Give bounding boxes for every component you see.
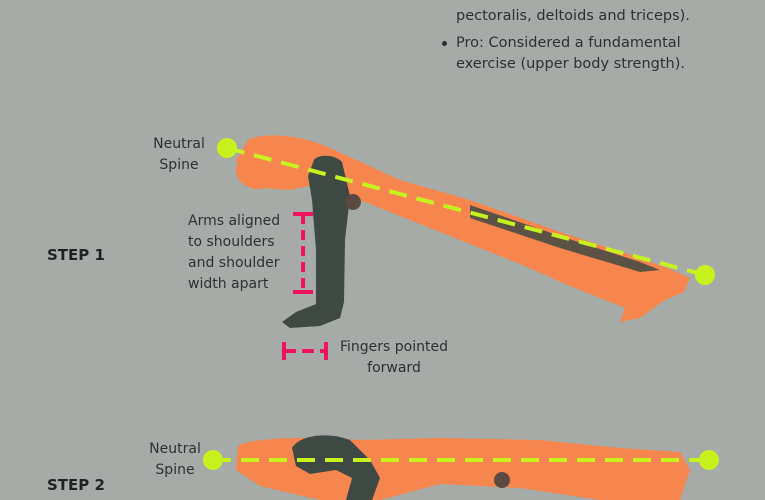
benefits-list: pectoralis, deltoids and triceps). Pro: …: [440, 0, 760, 75]
step2-shoulder-icon: [494, 472, 510, 488]
muscles-line: pectoralis, deltoids and triceps).: [456, 8, 690, 24]
step2-figure: [203, 435, 719, 500]
step1-spine-start-dot: [217, 138, 237, 158]
pro-bullet: Pro: Considered a fundamental exercise (…: [440, 33, 760, 75]
step2-arm: [292, 435, 380, 500]
step1-arm: [282, 155, 350, 328]
step1-figure: [217, 135, 715, 360]
step2-spine-end-dot: [699, 450, 719, 470]
arms-aligned-label: Arms aligned to shoulders and shoulder w…: [188, 213, 281, 292]
fingers-marker: [282, 342, 328, 360]
arm-alignment-marker: [293, 212, 313, 294]
step1-shoulder-icon: [345, 194, 361, 210]
step1-label: STEP 1: [47, 246, 105, 264]
step1-spine-end-dot: [695, 265, 715, 285]
step2-spine-start-dot: [203, 450, 223, 470]
step2-label: STEP 2: [47, 476, 105, 494]
